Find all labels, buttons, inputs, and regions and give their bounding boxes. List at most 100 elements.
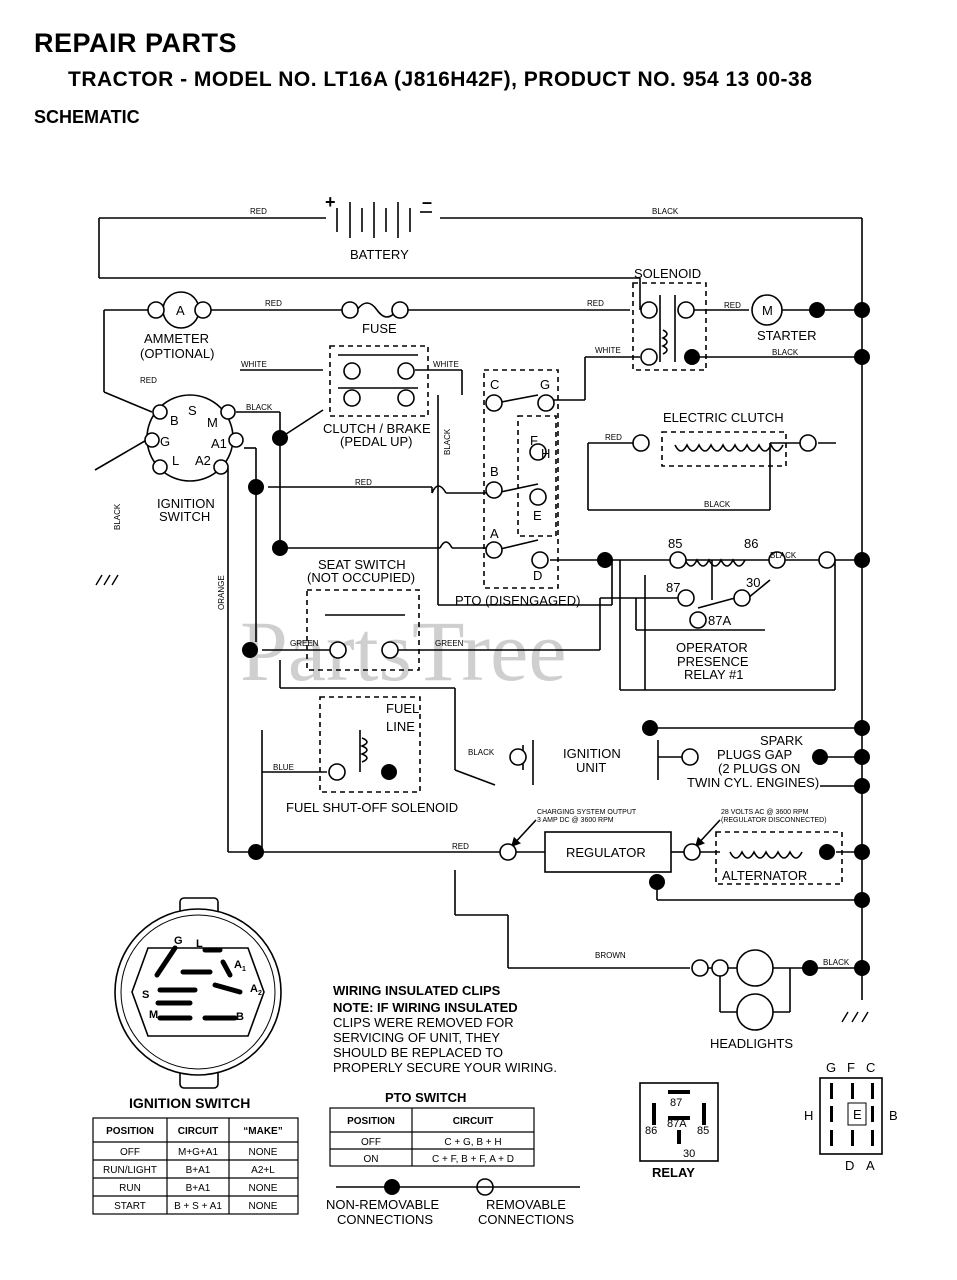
wire-label-orange: ORANGE bbox=[217, 575, 226, 610]
ign-table-cell: START bbox=[114, 1201, 146, 1212]
ign-term-a2: A2 bbox=[195, 453, 211, 468]
spark-label-2: PLUGS GAP bbox=[717, 747, 792, 762]
pto-table-header: POSITION bbox=[347, 1116, 395, 1127]
ammeter-optional: (OPTIONAL) bbox=[140, 346, 214, 361]
pto-table-title: PTO SWITCH bbox=[385, 1090, 466, 1105]
spark-label-3: (2 PLUGS ON bbox=[718, 761, 800, 776]
clutch-brake-sub: (PEDAL UP) bbox=[340, 434, 412, 449]
ign-table-cell: OFF bbox=[120, 1147, 140, 1158]
spark-label-1: SPARK bbox=[760, 733, 803, 748]
pto-switch-diagram: G F C H E B D A bbox=[804, 1060, 898, 1173]
ammeter-label: AMMETER bbox=[144, 331, 209, 346]
conn-term-g: G bbox=[174, 935, 183, 947]
wire-label-red-starter: RED bbox=[724, 301, 741, 310]
pto-table-cell: C + F, B + F, A + D bbox=[432, 1154, 514, 1165]
relay-term-87: 87 bbox=[666, 580, 680, 595]
pto-term-g: G bbox=[540, 377, 550, 392]
ign-term-l: L bbox=[172, 453, 179, 468]
volts-label: 28 VOLTS AC @ 3600 RPM bbox=[721, 809, 809, 816]
pto-table-cell: ON bbox=[364, 1154, 379, 1165]
wire-label-black-ign-unit: BLACK bbox=[468, 748, 495, 757]
conn-term-s: S bbox=[142, 989, 149, 1001]
ign-table-cell: B+A1 bbox=[186, 1183, 211, 1194]
ign-table-cell: RUN bbox=[119, 1183, 141, 1194]
pto-pin-c: C bbox=[866, 1060, 875, 1075]
pto-table-header: CIRCUIT bbox=[453, 1116, 494, 1127]
ign-table-cell: A2+L bbox=[251, 1165, 275, 1176]
alternator-label: ALTERNATOR bbox=[722, 868, 807, 883]
relay-pin-87a: 87A bbox=[667, 1118, 687, 1130]
relay-term-30: 30 bbox=[746, 575, 760, 590]
note-line: PROPERLY SECURE YOUR WIRING. bbox=[333, 1060, 557, 1075]
ign-term-b: B bbox=[170, 413, 179, 428]
relay-label-1: OPERATOR bbox=[676, 640, 748, 655]
page-title: REPAIR PARTS bbox=[34, 28, 238, 58]
ign-table-header: CIRCUIT bbox=[178, 1126, 219, 1137]
fuel-line-label-2: LINE bbox=[386, 719, 415, 734]
ign-table-cell: NONE bbox=[249, 1147, 278, 1158]
wire-label-red-reg: RED bbox=[452, 842, 469, 851]
ignition-unit-label: IGNITION bbox=[563, 746, 621, 761]
ign-table-cell: NONE bbox=[249, 1201, 278, 1212]
pto-pin-d: D bbox=[845, 1158, 854, 1173]
note-line: SERVICING OF UNIT, THEY bbox=[333, 1030, 500, 1045]
pto-pin-h: H bbox=[804, 1108, 813, 1123]
fuel-solenoid-label: FUEL SHUT-OFF SOLENOID bbox=[286, 800, 458, 815]
pto-pin-f: F bbox=[847, 1060, 855, 1075]
ignition-unit-label-2: UNIT bbox=[576, 760, 606, 775]
wire-label-red-mid: RED bbox=[355, 478, 372, 487]
pto-term-f: F bbox=[530, 433, 538, 448]
pto-table-cell: C + G, B + H bbox=[444, 1137, 501, 1148]
pto-label: PTO (DISENGAGED) bbox=[455, 593, 580, 608]
conn-term-a2: A2 bbox=[250, 983, 262, 997]
relay-label-2: PRESENCE bbox=[677, 654, 749, 669]
ign-term-g: G bbox=[160, 434, 170, 449]
conn-term-m: M bbox=[149, 1009, 158, 1021]
ign-table-header: “MAKE” bbox=[243, 1126, 282, 1137]
pto-term-b: B bbox=[490, 464, 499, 479]
spark-label-4: TWIN CYL. ENGINES) bbox=[687, 775, 819, 790]
relay-pin-86: 86 bbox=[645, 1125, 657, 1137]
clutch-brake-label: CLUTCH / BRAKE bbox=[323, 421, 431, 436]
note-title: WIRING INSULATED CLIPS bbox=[333, 983, 501, 998]
wire-label-red-solenoid: RED bbox=[587, 299, 604, 308]
pto-term-h: H bbox=[541, 446, 550, 461]
wire-label-red-clutch: RED bbox=[605, 433, 622, 442]
wire-label-red-battery: RED bbox=[250, 207, 267, 216]
ignition-switch-label-2: SWITCH bbox=[159, 509, 210, 524]
ignition-table-title: IGNITION SWITCH bbox=[129, 1095, 250, 1111]
pto-pin-e: E bbox=[853, 1107, 862, 1122]
pto-term-a: A bbox=[490, 526, 499, 541]
fuse-label: FUSE bbox=[362, 321, 397, 336]
seat-switch-sub: (NOT OCCUPIED) bbox=[307, 570, 415, 585]
note-line: CLIPS WERE REMOVED FOR bbox=[333, 1015, 514, 1030]
ign-table-header: POSITION bbox=[106, 1126, 154, 1137]
fuel-line-label: FUEL bbox=[386, 701, 419, 716]
wire-label-white-ign: WHITE bbox=[241, 360, 267, 369]
solenoid-label: SOLENOID bbox=[634, 266, 701, 281]
wire-label-white-clutch: WHITE bbox=[433, 360, 459, 369]
relay-pin-diagram: 87 87A 86 85 30 RELAY bbox=[639, 1082, 719, 1180]
legend-nonremovable-2: CONNECTIONS bbox=[337, 1212, 433, 1227]
ammeter-symbol: A bbox=[176, 303, 185, 318]
charging-output-label: CHARGING SYSTEM OUTPUT bbox=[537, 809, 637, 816]
ign-table-cell: M+G+A1 bbox=[178, 1147, 218, 1158]
watermark: PartsTree bbox=[240, 603, 567, 699]
battery-plus: + bbox=[325, 192, 336, 212]
starter-label: STARTER bbox=[757, 328, 816, 343]
relay-label-3: RELAY #1 bbox=[684, 667, 744, 682]
wire-label-brown: BROWN bbox=[595, 951, 626, 960]
page-subtitle: TRACTOR - MODEL NO. LT16A (J816H42F), PR… bbox=[68, 68, 813, 91]
ign-table-cell: B+A1 bbox=[186, 1165, 211, 1176]
wire-label-red-ign: RED bbox=[140, 376, 157, 385]
pto-table-cell: OFF bbox=[361, 1137, 381, 1148]
seat-switch-label: SEAT SWITCH bbox=[318, 557, 406, 572]
starter-symbol: M bbox=[762, 303, 773, 318]
relay-pin-30: 30 bbox=[683, 1148, 695, 1160]
legend-removable: REMOVABLE bbox=[486, 1197, 566, 1212]
ign-table-cell: B + S + A1 bbox=[174, 1201, 222, 1212]
wire-label-black-clutch: BLACK bbox=[704, 500, 731, 509]
ignition-table-grid bbox=[92, 1117, 299, 1215]
wire-label-blue: BLUE bbox=[273, 763, 294, 772]
